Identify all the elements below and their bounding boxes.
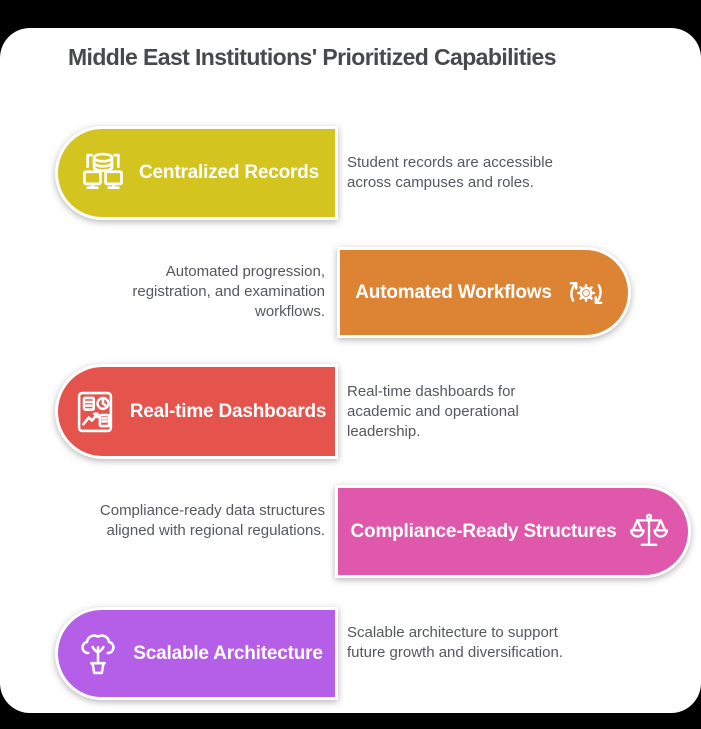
scales-icon <box>629 512 669 552</box>
card-description: Compliance-ready data structures aligned… <box>99 502 325 539</box>
dashboard-icon <box>73 390 117 434</box>
card-automated-workflows: Automated Workflows <box>337 247 631 338</box>
card-description: Scalable architecture to support future … <box>347 624 563 661</box>
card-label: Automated Workflows <box>355 281 552 303</box>
card-compliance-ready-structures: Compliance-Ready Structures <box>335 485 691 578</box>
gear-cycle-icon <box>565 272 607 314</box>
page-title: Middle East Institutions' Prioritized Ca… <box>68 44 557 70</box>
card-label: Compliance-Ready Structures <box>350 520 617 542</box>
network-database-icon <box>80 150 126 196</box>
card-description: Student records are accessible across ca… <box>347 154 553 191</box>
card-scalable-architecture: Scalable Architecture <box>55 607 338 700</box>
card-description: Automated progression, registration, and… <box>132 263 325 320</box>
card-label: Real-time Dashboards <box>129 400 327 422</box>
card-label: Centralized Records <box>139 162 319 183</box>
card-description: Real-time dashboards for academic and op… <box>347 383 519 440</box>
card-label: Scalable Architecture <box>133 642 323 664</box>
card-realtime-dashboards: Real-time Dashboards <box>55 364 338 459</box>
card-centralized-records: Centralized Records <box>55 126 338 220</box>
plant-growth-icon <box>76 632 120 676</box>
